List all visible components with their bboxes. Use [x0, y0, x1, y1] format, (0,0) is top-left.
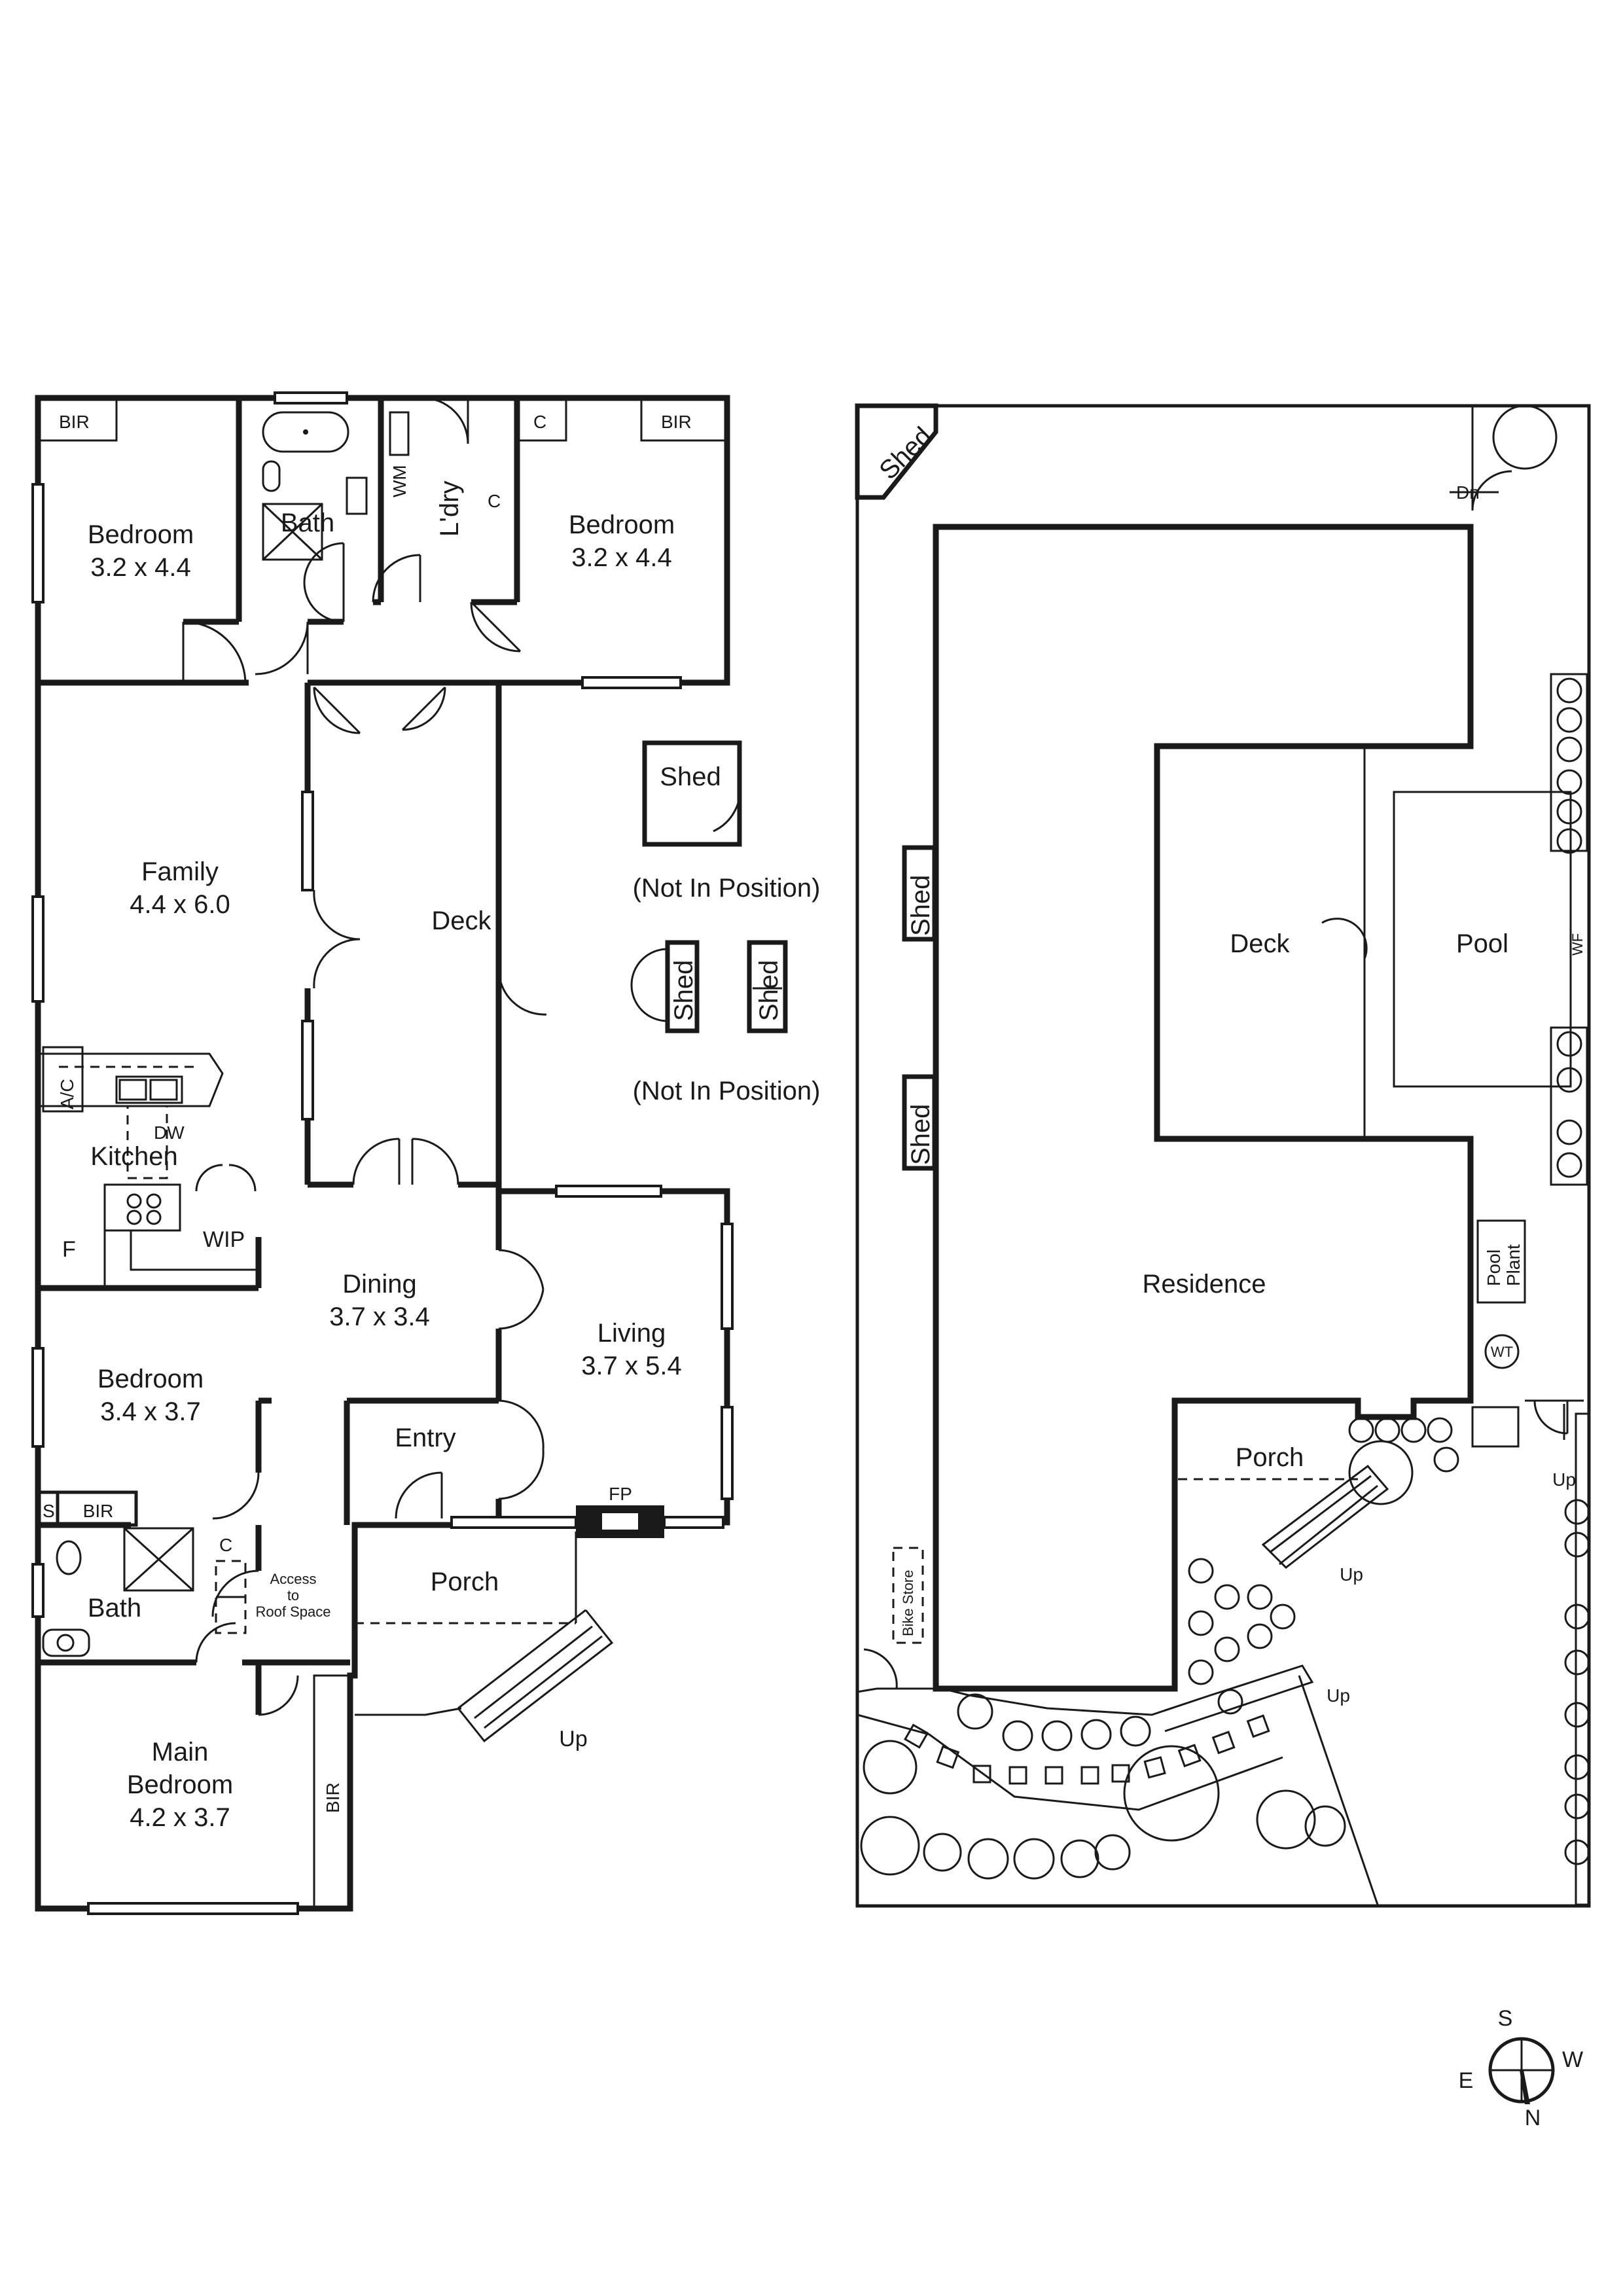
bir-label: BIR	[83, 1501, 114, 1521]
room-size: 4.4 x 6.0	[130, 890, 230, 919]
side-shed	[902, 1074, 937, 1171]
shed-label: Shed	[660, 762, 721, 791]
wm-label: WM	[389, 465, 410, 497]
c-label: C	[219, 1535, 232, 1555]
not-in-position-label: (Not In Position)	[633, 874, 821, 903]
site-shed	[855, 403, 938, 500]
access-label: Access	[270, 1571, 317, 1587]
room-name: Bedroom	[98, 1365, 204, 1393]
residence-outline	[933, 524, 1474, 1692]
deck-label: Deck	[1230, 929, 1290, 958]
room-name: Bath	[88, 1594, 141, 1623]
room-size: 3.7 x 3.4	[329, 1302, 429, 1331]
kitchen-bench	[38, 1046, 259, 1288]
bir-label: BIR	[661, 412, 692, 432]
dw-label: DW	[154, 1122, 185, 1143]
compass: S W E N	[1459, 2006, 1583, 2130]
wt-tank	[1484, 1334, 1520, 1369]
compass-w: W	[1562, 2047, 1583, 2072]
c-label: C	[533, 412, 546, 432]
pool-plant-label: Pool	[1484, 1249, 1504, 1286]
pool-label: Pool	[1456, 929, 1508, 958]
wip-label: WIP	[203, 1227, 245, 1252]
compass-e: E	[1459, 2068, 1474, 2093]
floor-plan: BIR BIR C C Bedroom 3.2 x 4.4 Bath WM L'…	[31, 391, 820, 1915]
room-name: Dining	[342, 1270, 416, 1299]
site-boundary	[855, 404, 1591, 1908]
up-label: Up	[1327, 1685, 1350, 1706]
residence-label: Residence	[1142, 1270, 1266, 1299]
room-name: Bedroom	[127, 1770, 233, 1799]
wf-label: WF	[1569, 933, 1586, 956]
bike-store-label: Bike Store	[900, 1570, 916, 1637]
upper-bath-fixtures	[262, 411, 410, 561]
lower-bath-fixtures	[36, 397, 728, 1910]
trees	[860, 404, 1590, 1880]
bir-label: BIR	[323, 1782, 343, 1813]
not-in-position-label: (Not In Position)	[633, 1077, 821, 1105]
shed-label: Shed	[669, 960, 698, 1021]
shed-label: Shed	[755, 960, 783, 1021]
site-plan: Shed Dn Deck Pool WF Shed Shed Residence…	[855, 403, 1591, 1908]
room-name: Kitchen	[90, 1142, 177, 1171]
c-label: C	[488, 491, 501, 511]
porch-label: Porch	[1236, 1443, 1304, 1472]
up-label: Up	[1552, 1469, 1576, 1490]
floor-labels: BIR BIR C C Bedroom 3.2 x 4.4 Bath WM L'…	[43, 412, 820, 1832]
fp-label: FP	[609, 1484, 632, 1504]
site-labels: Shed Dn Deck Pool WF Shed Shed Residence…	[874, 422, 1586, 1706]
up-label: Up	[559, 1727, 587, 1751]
room-name: Bedroom	[569, 511, 675, 539]
room-name: Living	[597, 1319, 666, 1348]
bir-label: BIR	[59, 412, 90, 432]
s-label: S	[43, 1501, 55, 1521]
room-name: Porch	[431, 1568, 499, 1596]
room-size: 3.2 x 4.4	[90, 553, 190, 582]
compass-n: N	[1525, 2106, 1541, 2130]
pool-plant	[1476, 1219, 1526, 1304]
room-name: Deck	[431, 906, 491, 935]
shed-label: Shed	[906, 1104, 935, 1165]
windows	[31, 391, 734, 1915]
room-name: L'dry	[435, 481, 464, 537]
sheds	[630, 740, 788, 1033]
room-size: 3.7 x 5.4	[581, 1352, 681, 1380]
room-name: Entry	[395, 1424, 455, 1452]
room-name: Bath	[281, 509, 334, 537]
access-label: Roof Space	[256, 1604, 331, 1620]
room-size: 3.4 x 3.7	[100, 1397, 200, 1426]
up-label: Up	[1340, 1564, 1363, 1585]
room-name: Bedroom	[88, 520, 194, 549]
room-size: 4.2 x 3.7	[130, 1803, 230, 1832]
wt-label: WT	[1491, 1344, 1513, 1360]
doors	[182, 397, 547, 1716]
pool-plant-label: Plant	[1503, 1244, 1524, 1286]
porch-steps	[355, 1532, 614, 1743]
shed-label: Shed	[906, 875, 935, 936]
f-label: F	[62, 1237, 76, 1262]
side-shed	[902, 845, 937, 942]
dn-label: Dn	[1456, 482, 1480, 503]
ac-label: A/C	[57, 1079, 77, 1109]
room-name: Family	[141, 857, 219, 886]
access-label: to	[287, 1587, 299, 1604]
pavers	[904, 1714, 1270, 1785]
shed-label: Shed	[874, 422, 937, 485]
room-size: 3.2 x 4.4	[571, 543, 671, 572]
compass-s: S	[1498, 2006, 1513, 2031]
room-name: Main	[152, 1738, 209, 1767]
